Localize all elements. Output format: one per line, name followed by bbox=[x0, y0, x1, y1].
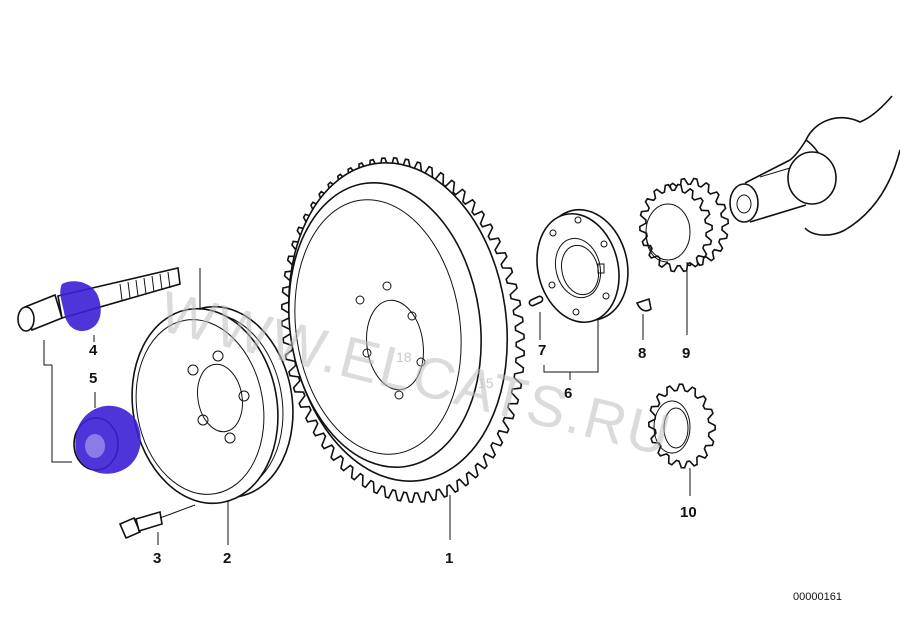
watermark-small-right: 15 bbox=[478, 375, 494, 391]
crankshaft bbox=[729, 95, 900, 236]
single-sprocket bbox=[647, 383, 717, 496]
callout-7: 7 bbox=[538, 342, 546, 359]
hub-flange bbox=[536, 208, 629, 380]
callout-3: 3 bbox=[153, 550, 161, 567]
watermark-small-left: 18 bbox=[396, 349, 412, 365]
highlighted-washer bbox=[51, 365, 141, 474]
document-id: 00000161 bbox=[793, 591, 842, 603]
callout-6: 6 bbox=[564, 385, 572, 402]
dowel-pin bbox=[528, 295, 544, 340]
callout-10: 10 bbox=[680, 504, 697, 521]
woodruff-key bbox=[635, 297, 652, 340]
callout-8: 8 bbox=[638, 345, 646, 362]
toothed-pulley bbox=[280, 157, 526, 540]
double-sprocket bbox=[638, 177, 730, 335]
front-pulley bbox=[131, 305, 294, 545]
callout-2: 2 bbox=[223, 550, 231, 567]
callout-5: 5 bbox=[89, 370, 97, 387]
highlighted-bolt-head bbox=[60, 281, 101, 332]
small-bolt bbox=[118, 504, 196, 545]
callout-4: 4 bbox=[89, 342, 98, 359]
callout-1: 1 bbox=[445, 550, 453, 567]
callout-9: 9 bbox=[682, 345, 690, 362]
